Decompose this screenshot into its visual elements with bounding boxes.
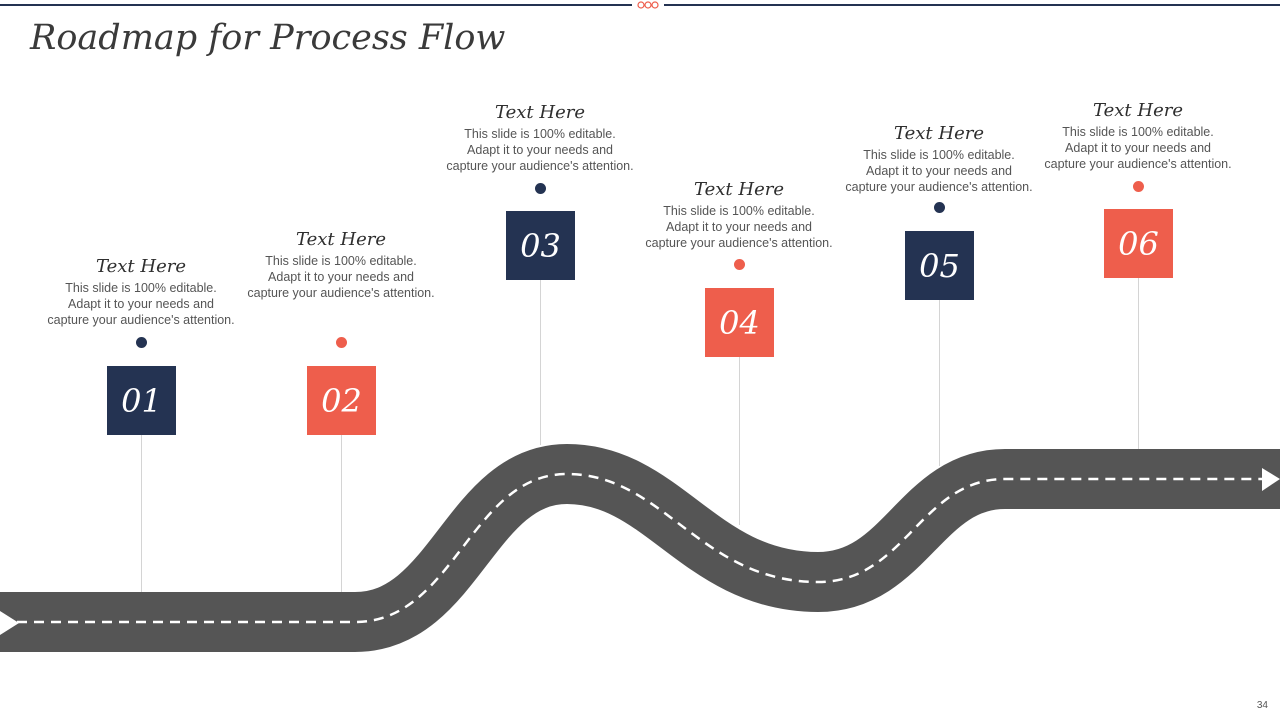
step-3-description: This slide is 100% editable. Adapt it to … (430, 126, 650, 174)
page-number: 34 (1256, 700, 1268, 711)
step-2-heading: Text Here (296, 229, 386, 250)
step-5-description-line: capture your audience's attention. (845, 180, 1033, 194)
step-4-description-line: Adapt it to your needs and (666, 220, 812, 234)
step-6-description-line: Adapt it to your needs and (1065, 141, 1211, 155)
step-3-marker-dot (535, 183, 546, 194)
step-2-description-line: capture your audience's attention. (247, 286, 435, 300)
step-6-description-line: capture your audience's attention. (1044, 157, 1232, 171)
step-1-description-line: This slide is 100% editable. (65, 281, 217, 295)
step-5-description-line: Adapt it to your needs and (866, 164, 1012, 178)
top-ornament-icon (632, 0, 664, 10)
step-4-number-box: 04 (705, 288, 774, 357)
step-2-description: This slide is 100% editable. Adapt it to … (231, 253, 451, 301)
road-surface (0, 443, 1280, 652)
step-4-connector-line (739, 357, 740, 525)
step-1-description-line: Adapt it to your needs and (68, 297, 214, 311)
step-4-heading: Text Here (694, 179, 784, 200)
step-6-number-box: 06 (1104, 209, 1173, 278)
step-5-connector-line (939, 300, 940, 466)
step-1-number-box: 01 (107, 366, 176, 435)
step-2-number-box: 02 (307, 366, 376, 435)
step-2-description-line: This slide is 100% editable. (265, 254, 417, 268)
step-2-description-line: Adapt it to your needs and (268, 270, 414, 284)
step-3-number-box: 03 (506, 211, 575, 280)
step-3-description-line: This slide is 100% editable. (464, 127, 616, 141)
step-6-connector-line (1138, 278, 1139, 449)
step-5-description-line: This slide is 100% editable. (863, 148, 1015, 162)
road-end-arrow-icon (1262, 468, 1280, 491)
step-5-number-box: 05 (905, 231, 974, 300)
step-6-heading: Text Here (1093, 100, 1183, 121)
step-1-marker-dot (136, 337, 147, 348)
step-3-connector-line (540, 280, 541, 445)
step-2-marker-dot (336, 337, 347, 348)
slide-title: Roadmap for Process Flow (30, 18, 506, 58)
step-4-description: This slide is 100% editable. Adapt it to … (629, 203, 849, 251)
road-start-arrow-icon (0, 611, 19, 635)
step-1-heading: Text Here (96, 256, 186, 277)
step-3-description-line: capture your audience's attention. (446, 159, 634, 173)
step-5-marker-dot (934, 202, 945, 213)
step-4-marker-dot (734, 259, 745, 270)
step-1-description-line: capture your audience's attention. (47, 313, 235, 327)
step-5-description: This slide is 100% editable. Adapt it to … (829, 147, 1049, 195)
step-1-description: This slide is 100% editable. Adapt it to … (31, 280, 251, 328)
step-1-connector-line (141, 435, 142, 593)
step-4-description-line: This slide is 100% editable. (663, 204, 815, 218)
step-3-heading: Text Here (495, 102, 585, 123)
step-6-description: This slide is 100% editable. Adapt it to … (1028, 124, 1248, 172)
step-2-connector-line (341, 435, 342, 593)
step-5-heading: Text Here (894, 123, 984, 144)
step-4-description-line: capture your audience's attention. (645, 236, 833, 250)
step-3-description-line: Adapt it to your needs and (467, 143, 613, 157)
step-6-marker-dot (1133, 181, 1144, 192)
step-6-description-line: This slide is 100% editable. (1062, 125, 1214, 139)
